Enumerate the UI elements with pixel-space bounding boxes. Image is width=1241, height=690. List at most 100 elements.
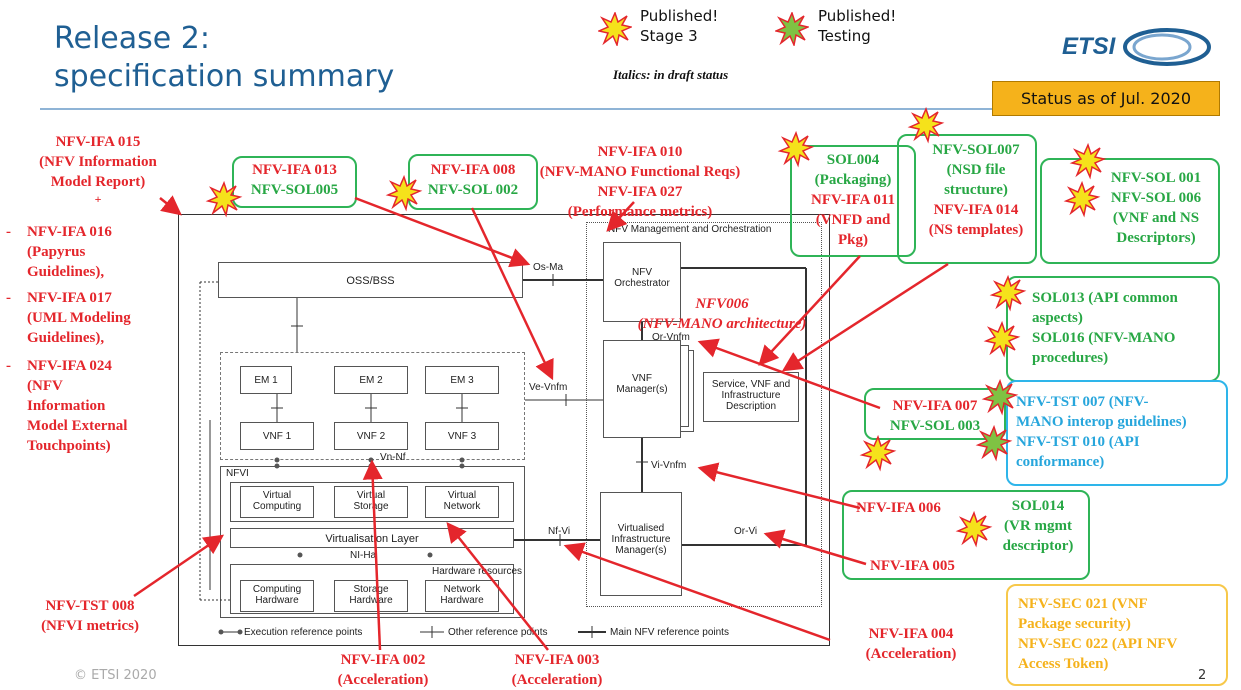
svg-text:ETSI: ETSI (1062, 33, 1117, 60)
box-line: Computing (252, 501, 302, 512)
label-line: aspects) (1032, 310, 1083, 326)
ifa013-label: NFV-IFA 013 NFV-SOL005 (232, 160, 357, 200)
sol004-box (790, 145, 916, 257)
box-line: Network (443, 584, 481, 595)
label-line: NFV-IFA 015 (55, 134, 141, 150)
sol001-box (1040, 158, 1220, 264)
vn-nf-label: Vn-Nf (380, 452, 406, 463)
tst007-box (1006, 380, 1228, 486)
label-line: NFV-TST 008 (45, 598, 135, 614)
label-line: NFV-SEC 022 (API NFV (1018, 636, 1178, 652)
label-line: (Acceleration) (865, 646, 957, 662)
label-line: (NFV-MANO architecture) (637, 316, 807, 332)
label-line: (Packaging) (814, 172, 892, 188)
box-line: NFV (632, 267, 652, 278)
label-line: NFV-SOL007 (932, 142, 1020, 158)
label-line: NFV-SOL005 (250, 182, 339, 198)
green-star-icon (977, 380, 1017, 460)
box-line: Hardware (440, 595, 484, 606)
bullet-dash: - (6, 358, 11, 374)
label-line: (NFVI metrics) (41, 618, 139, 634)
sol014-label: SOL014 (VR mgmt descriptor) (988, 496, 1088, 556)
title-divider (40, 108, 1210, 110)
virtual-storage-box: Virtual Storage (334, 486, 408, 518)
label-line: NFV-IFA 011 (810, 192, 896, 208)
label-line: structure) (944, 182, 1008, 198)
or-vnfm-label: Or-Vnfm (652, 332, 690, 343)
legend-label: Published! (818, 7, 897, 25)
label-line: Guidelines), (27, 330, 105, 346)
page-number: 2 (1198, 668, 1207, 683)
label-line: (NFV (27, 378, 63, 394)
mano-title: NFV Management and Orchestration (608, 224, 772, 235)
box-line: Orchestrator (614, 278, 670, 289)
box-line: Description (725, 401, 777, 412)
copyright: © ETSI 2020 (74, 668, 157, 683)
published-testing-star-icon (775, 12, 809, 46)
ifa015-label: NFV-IFA 015 (NFV Information Model Repor… (18, 132, 178, 206)
virtual-computing-box: Virtual Computing (240, 486, 314, 518)
label-line: NFV-TST 010 (API (1016, 434, 1140, 450)
vnf3-box: VNF 3 (425, 422, 499, 450)
sec021-label: NFV-SEC 021 (VNF Package security) NFV-S… (1018, 594, 1177, 674)
label-line: SOL013 (API common (1032, 290, 1178, 306)
box-line: Computing (252, 584, 302, 595)
label-line: Information (27, 398, 106, 414)
box-line: Network (443, 501, 481, 512)
legend-published-testing: Published! Testing (818, 6, 896, 46)
sol007-box (897, 134, 1037, 264)
box-line: Infrastructure (611, 534, 671, 545)
label-line: NFV-SOL 003 (889, 418, 981, 434)
label-line: NFV-IFA 003 (514, 652, 600, 668)
ifa003-label: NFV-IFA 003 (Acceleration) (494, 650, 620, 690)
hardware-resources-label: Hardware resources (432, 566, 523, 577)
status-badge: Status as of Jul. 2020 (992, 81, 1220, 116)
label-line: NFV-IFA 008 (430, 162, 516, 178)
label-line: NFV-IFA 016 (27, 224, 112, 240)
ifa024-label: NFV-IFA 024 (NFV Information Model Exter… (27, 356, 127, 456)
legend-label: Published! (640, 7, 719, 25)
tst007-label: NFV-TST 007 (NFV- MANO interop guideline… (1016, 392, 1187, 472)
box-line: Virtualised (617, 523, 665, 534)
box-line: Virtual (356, 490, 386, 501)
ifa016-label: NFV-IFA 016 (Papyrus Guidelines), (27, 222, 112, 282)
vnf-manager-box: VNF Manager(s) (603, 340, 681, 438)
sec021-box (1006, 584, 1228, 686)
vi-vnfm-label: Vi-Vnfm (651, 460, 687, 471)
label-line: Descriptors) (1116, 230, 1196, 246)
bullet-dash: - (6, 224, 11, 240)
box-line: Manager(s) (615, 545, 667, 556)
label-line: (Papyrus (27, 244, 86, 260)
ifa002-label: NFV-IFA 002 (Acceleration) (320, 650, 446, 690)
or-vi-label: Or-Vi (734, 526, 758, 537)
virtualisation-layer-box: Virtualisation Layer (230, 528, 514, 548)
bullet-dash: - (6, 290, 11, 306)
ifa005-label: NFV-IFA 005 (870, 558, 955, 574)
nl-ha-label: NI-Ha (350, 550, 377, 561)
vnf1-box: VNF 1 (240, 422, 314, 450)
label-line: + (94, 192, 102, 206)
label-line: SOL014 (1011, 498, 1065, 514)
etsi-logo: ETSI (1062, 22, 1212, 70)
service-description-box: Service, VNF and Infrastructure Descript… (703, 372, 799, 422)
computing-hardware-box: Computing Hardware (240, 580, 314, 612)
nfvi-label: NFVI (226, 468, 249, 479)
label-line: (NFV-MANO Functional Reqs) (539, 164, 741, 180)
em2-box: EM 2 (334, 366, 408, 394)
vim-box: Virtualised Infrastructure Manager(s) (600, 492, 682, 596)
em3-box: EM 3 (425, 366, 499, 394)
sol004-label: SOL004 (Packaging) NFV-IFA 011 (VNFD and… (790, 150, 916, 250)
ve-vnfm-label: Ve-Vnfm (529, 382, 568, 393)
label-line: MANO interop guidelines) (1016, 414, 1187, 430)
label-line: SOL016 (NFV-MANO (1032, 330, 1176, 346)
ifa010-label: NFV-IFA 010 (NFV-MANO Functional Reqs) N… (508, 142, 772, 222)
label-line: (NSD file (946, 162, 1006, 178)
label-line: Touchpoints) (27, 438, 111, 454)
label-line: NFV-IFA 007 (892, 398, 978, 414)
published-stage3-star-icon (598, 12, 632, 46)
ifa004-label: NFV-IFA 004 (Acceleration) (848, 624, 974, 664)
vnf2-box: VNF 2 (334, 422, 408, 450)
label-line: NFV-SOL 006 (1110, 190, 1202, 206)
label-line: descriptor) (1002, 538, 1074, 554)
